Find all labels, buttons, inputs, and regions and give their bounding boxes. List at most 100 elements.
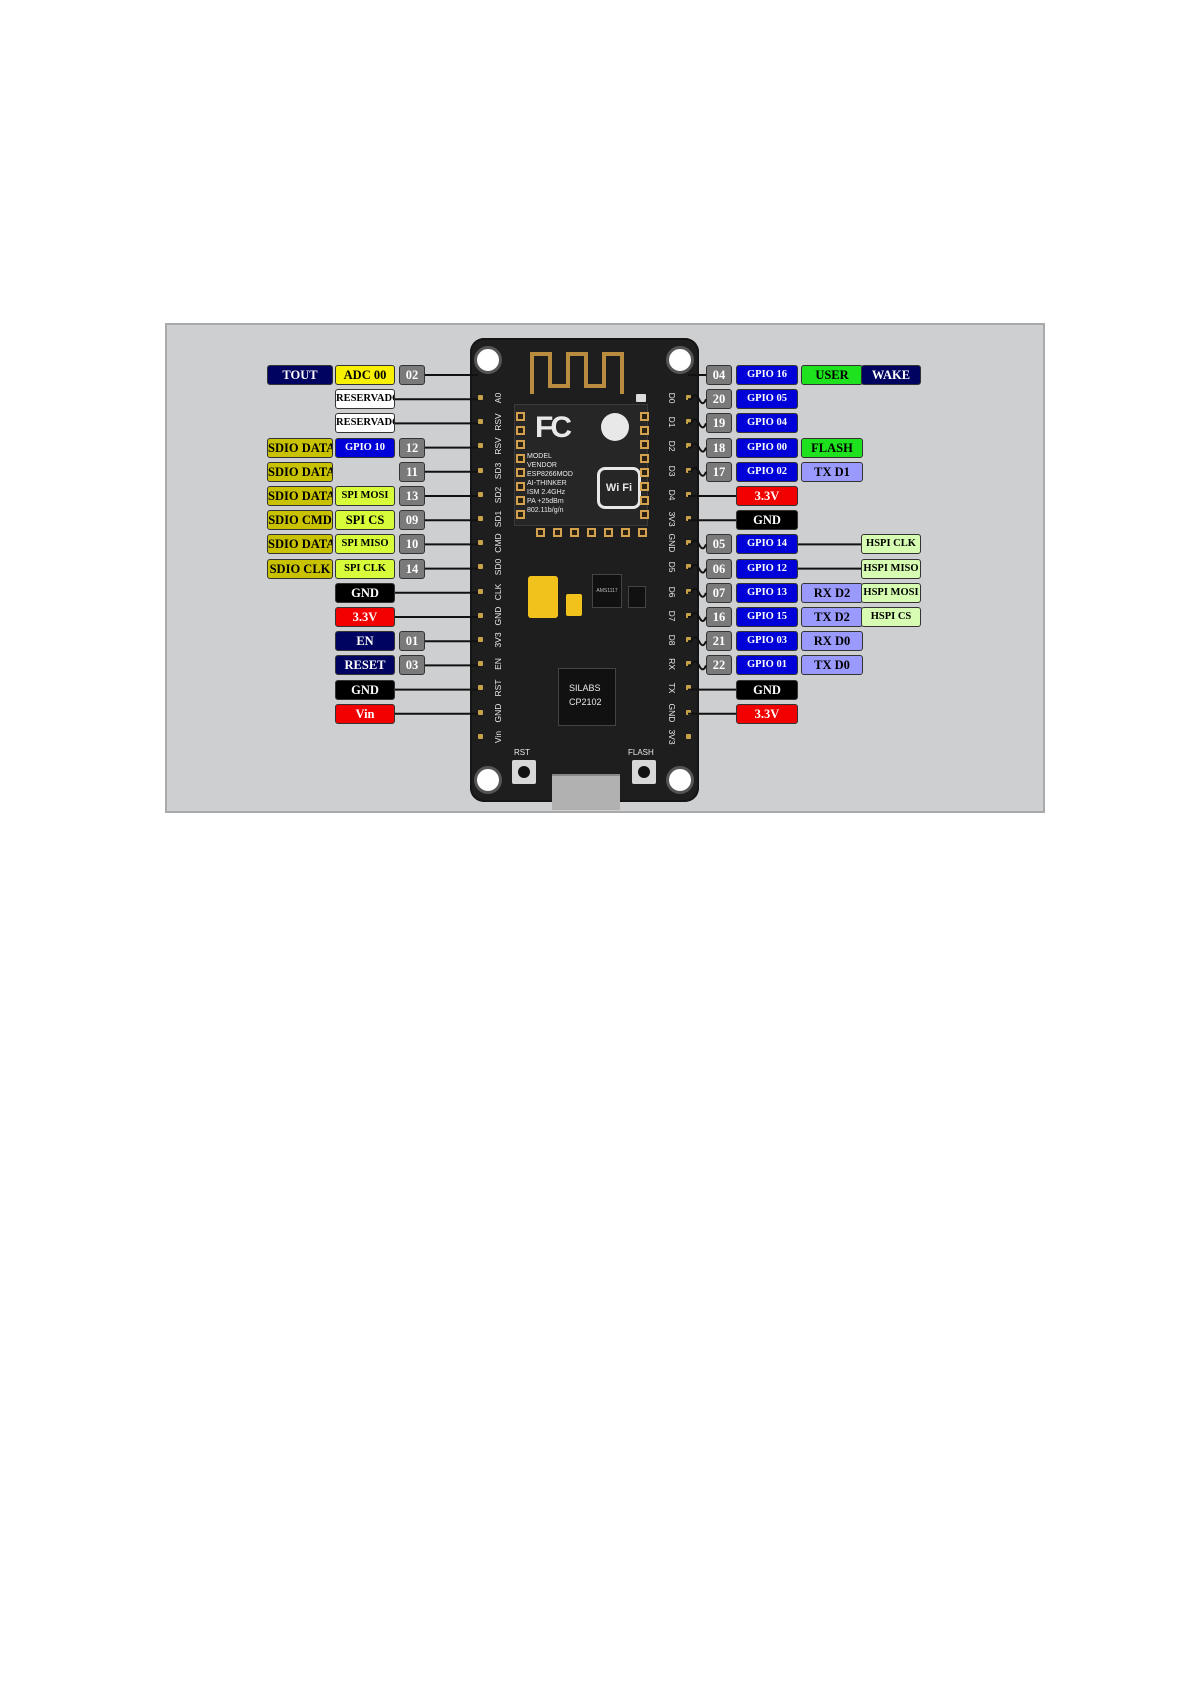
pin-label-gpio-10: GPIO 10 [335, 437, 395, 458]
pin-label-spi-mosi: SPI MOSI [335, 486, 395, 506]
solder-pad [640, 496, 649, 505]
pin-label-rx-d2: RX D2 [801, 582, 863, 603]
mounting-hole [666, 346, 694, 374]
pin-label-gnd: GND [335, 679, 395, 700]
pin-label-reservado: RESERVADO [335, 413, 395, 434]
header-pin [478, 540, 483, 546]
fc-logo-icon: FC [535, 411, 572, 444]
pin-label-hspi-clk: HSPI CLK [861, 534, 921, 555]
transistor [628, 586, 646, 608]
espressif-logo-icon [601, 413, 629, 441]
header-pin [478, 564, 483, 570]
pin-label-13: 13 [399, 486, 425, 506]
flash-button[interactable] [632, 760, 656, 784]
pin-label-gpio-01: GPIO 01 [736, 655, 798, 676]
pin-label-20: 20 [706, 389, 732, 410]
solder-pad [587, 528, 596, 537]
solder-pad [516, 440, 525, 449]
header-pin [478, 395, 483, 400]
solder-pad [516, 510, 525, 519]
header-pin [478, 612, 483, 618]
pin-label-17: 17 [706, 461, 732, 482]
pin-label-21: 21 [706, 631, 732, 652]
flash-button-label: FLASH [628, 748, 654, 757]
solder-pad [640, 510, 649, 519]
header-pin [686, 637, 691, 642]
module-text-5: PA +25dBm [527, 498, 564, 505]
pin-label-16: 16 [706, 607, 732, 627]
header-pin [478, 637, 483, 642]
pin-wire [688, 612, 707, 622]
pin-wire [688, 539, 707, 550]
pin-label-gpio-14: GPIO 14 [736, 534, 798, 555]
mounting-hole [666, 766, 694, 794]
mounting-hole [474, 766, 502, 794]
header-pin [686, 588, 691, 594]
pin-wire [688, 587, 707, 598]
pin-label-sdio-data2: SDIO DATA2 [267, 461, 333, 482]
header-pin [686, 709, 691, 715]
pinout-diagram: FC MODEL VENDOR ESP8266MOD AI-THINKER IS… [165, 323, 1045, 813]
usb-connector [552, 774, 620, 810]
pin-label-gpio-03: GPIO 03 [736, 631, 798, 652]
pin-label-07: 07 [706, 582, 732, 603]
pin-wire [688, 563, 707, 574]
pin-label-11: 11 [399, 461, 425, 482]
pin-label-12: 12 [399, 437, 425, 458]
regulator-chip: AMS1117 [592, 574, 622, 608]
rst-button-label: RST [514, 748, 530, 757]
pin-label-gpio-05: GPIO 05 [736, 389, 798, 410]
module-silkscreen: MODEL VENDOR ESP8266MOD AI-THINKER ISM 2… [527, 453, 597, 521]
header-pin [686, 419, 691, 425]
usb-chip-text-1: CP2102 [569, 697, 602, 707]
pin-label-3-3v: 3.3V [736, 486, 798, 506]
rst-button[interactable] [512, 760, 536, 784]
solder-pad [640, 440, 649, 449]
pin-label-spi-miso: SPI MISO [335, 534, 395, 555]
header-pin [478, 491, 483, 497]
pin-label-tx-d1: TX D1 [801, 461, 863, 482]
pin-label-hspi-miso: HSPI MISO [861, 558, 921, 579]
solder-pad [516, 454, 525, 463]
esp8266-module: FC MODEL VENDOR ESP8266MOD AI-THINKER IS… [514, 404, 648, 526]
module-text-6: 802.11b/g/n [527, 507, 564, 514]
pin-label-10: 10 [399, 534, 425, 555]
header-pin [478, 516, 483, 521]
pin-label-18: 18 [706, 437, 732, 458]
nodemcu-board: FC MODEL VENDOR ESP8266MOD AI-THINKER IS… [470, 338, 699, 810]
pin-label-06: 06 [706, 558, 732, 579]
pin-label-3-3v: 3.3V [736, 703, 798, 724]
pin-label-gnd: GND [736, 679, 798, 700]
pin-label-en: EN [335, 631, 395, 652]
pin-label-vin: Vin [335, 703, 395, 724]
pin-label-gpio-04: GPIO 04 [736, 413, 798, 434]
pin-label-gpio-13: GPIO 13 [736, 582, 798, 603]
pin-label-adc-00: ADC 00 [335, 365, 395, 385]
solder-pad [640, 426, 649, 435]
mounting-hole [474, 346, 502, 374]
header-pin [686, 516, 691, 521]
pin-wire [688, 466, 707, 477]
pin-label-gpio-15: GPIO 15 [736, 607, 798, 627]
module-text-2: ESP8266MOD [527, 471, 573, 478]
solder-pad [516, 482, 525, 491]
pin-wire [688, 660, 707, 671]
pin-label-gpio-02: GPIO 02 [736, 461, 798, 482]
header-pin [686, 395, 691, 400]
solder-pad [640, 454, 649, 463]
solder-pad [640, 482, 649, 491]
cp2102-chip: SILABS CP2102 [558, 668, 616, 726]
header-pin [686, 491, 691, 497]
solder-pad [553, 528, 562, 537]
pin-label-sdio-data1: SDIO DATA1 [267, 486, 333, 506]
header-pin [478, 588, 483, 594]
pin-label-22: 22 [706, 655, 732, 676]
pin-label-tx-d0: TX D0 [801, 655, 863, 676]
solder-pad [516, 496, 525, 505]
pin-label-hspi-mosi: HSPI MOSI [861, 582, 921, 603]
pin-label-19: 19 [706, 413, 732, 434]
header-pin [686, 661, 691, 667]
pcb-antenna-icon [530, 352, 624, 394]
pin-label-gpio-12: GPIO 12 [736, 558, 798, 579]
header-pin [478, 709, 483, 715]
